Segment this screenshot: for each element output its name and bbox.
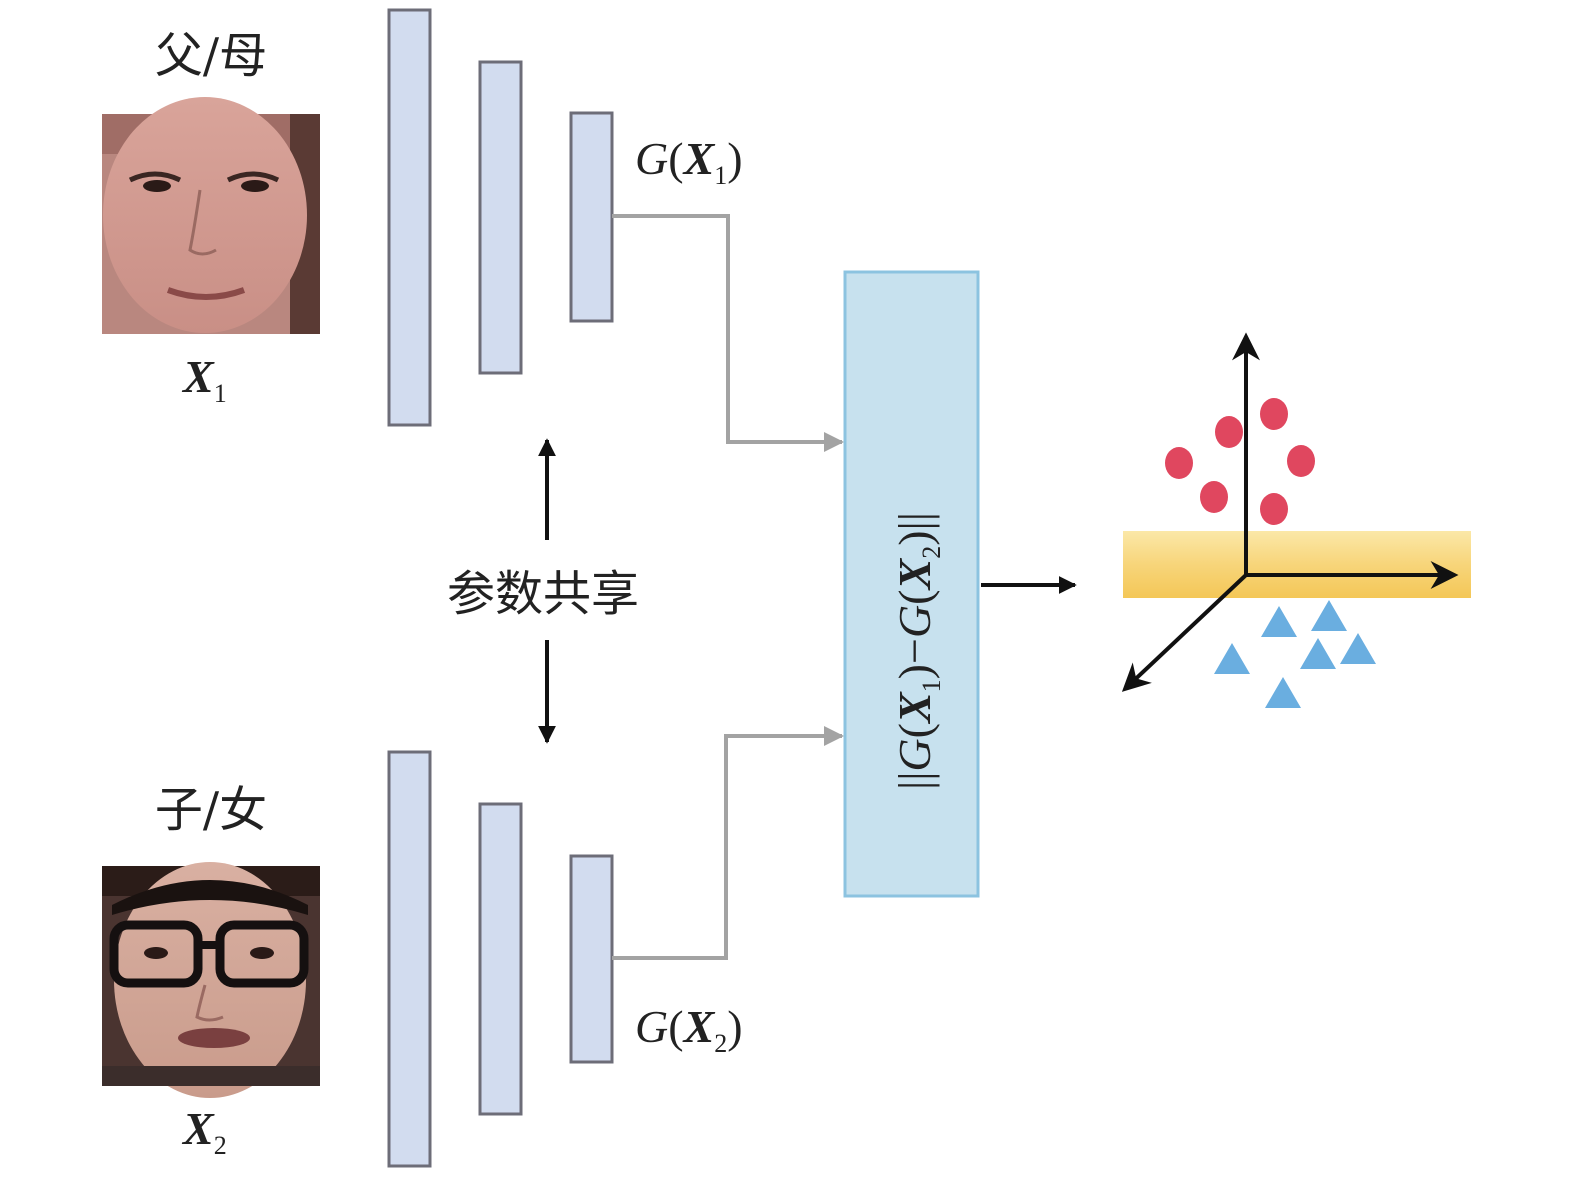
child-label: 子/女 [155, 782, 267, 838]
child-variable: X2 [181, 1103, 227, 1160]
top-connector-arrow [612, 214, 844, 452]
parent-label: 父/母 [155, 28, 267, 84]
feature-space-plot [1121, 332, 1471, 708]
bottom-layer-3 [569, 854, 614, 1064]
top-feature-label: G(X1) [635, 133, 743, 190]
top-layer-2 [478, 60, 523, 375]
bottom-connector-arrow [612, 726, 844, 960]
top-layer-3 [569, 111, 614, 323]
parent-face-image [102, 97, 320, 334]
child-face-image [102, 862, 320, 1098]
bottom-feature-label: G(X2) [635, 1001, 743, 1058]
shared-label: 参数共享 [447, 566, 639, 622]
triangle-markers [1214, 600, 1376, 708]
top-layer-1 [387, 8, 432, 427]
axis-depth [1121, 573, 1248, 692]
distance-formula: ||G(X1)−G(X2)|| [889, 512, 946, 790]
circle-markers [1165, 398, 1315, 525]
parent-variable: X1 [181, 351, 227, 408]
bottom-layer-1 [387, 750, 432, 1168]
distance-box [843, 270, 980, 898]
bottom-layer-2 [478, 802, 523, 1116]
separating-plane [1123, 531, 1471, 598]
